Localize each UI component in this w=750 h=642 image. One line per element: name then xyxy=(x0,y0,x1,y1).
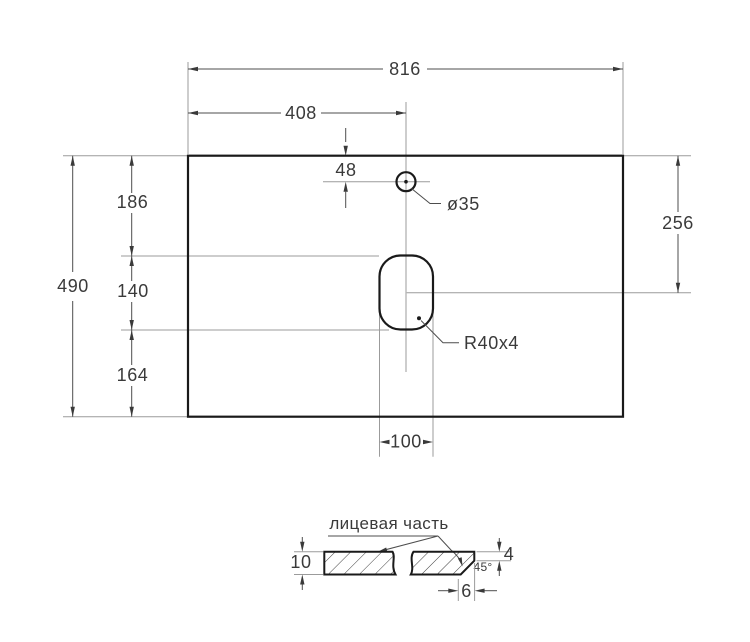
chamfer-angle-label: 45° xyxy=(473,560,492,574)
extension-lines xyxy=(63,62,691,457)
leader-line xyxy=(420,320,459,344)
cutout-radius-label: R40x4 xyxy=(464,333,519,353)
arrowhead xyxy=(497,560,502,571)
arrowhead xyxy=(129,406,134,417)
section-slab-right xyxy=(409,550,476,576)
section-slab-left xyxy=(323,550,398,576)
dim-label-10: 10 xyxy=(290,552,311,572)
dim-label-4: 4 xyxy=(504,544,515,564)
arrowhead xyxy=(188,66,198,72)
dim-width-to-center: 408 xyxy=(188,103,406,123)
arrowhead xyxy=(300,574,305,585)
face-note-label: лицевая часть xyxy=(329,514,448,533)
dim-hole-offset: 48 xyxy=(335,128,356,208)
dim-label-490: 490 xyxy=(57,276,89,296)
arrowhead xyxy=(129,256,134,266)
dim-label-408: 408 xyxy=(285,103,317,123)
arrowhead xyxy=(378,547,388,552)
sink-cutout: R40x4 xyxy=(378,254,519,353)
arrowhead xyxy=(188,110,198,116)
dim-top-to-cutout-center: 256 xyxy=(662,155,694,293)
section-view: лицевая часть 10 4 xyxy=(290,514,514,601)
arrowhead xyxy=(379,439,390,445)
dim-label-140: 140 xyxy=(117,281,149,301)
plan-view: 816 408 48 ø35 xyxy=(57,59,694,457)
arrowhead xyxy=(129,330,134,340)
faucet-hole-circle xyxy=(395,171,417,193)
hole-diameter-label: ø35 xyxy=(447,194,480,214)
arrowhead xyxy=(300,541,305,552)
dim-label-6: 6 xyxy=(461,581,472,601)
arrowhead xyxy=(129,155,134,166)
cutout-oval xyxy=(378,254,435,331)
leader-line xyxy=(411,188,441,204)
dim-label-164: 164 xyxy=(117,365,149,385)
arrowhead xyxy=(396,110,406,116)
dim-label-100: 100 xyxy=(390,432,422,452)
countertop-outline xyxy=(186,154,625,418)
arrowhead xyxy=(613,66,623,72)
dim-front-face: 4 xyxy=(476,538,515,576)
dim-cutout-height: 140 xyxy=(117,256,149,330)
arrowhead xyxy=(70,406,75,417)
arrowhead xyxy=(497,541,502,552)
faucet-hole-center xyxy=(404,179,408,184)
dim-top-to-cutout: 186 xyxy=(117,155,149,256)
dim-label-186: 186 xyxy=(117,192,149,212)
arrowhead xyxy=(129,320,134,330)
dim-label-816: 816 xyxy=(389,59,421,79)
leader-branch-left xyxy=(379,535,439,552)
arrowhead xyxy=(675,155,681,166)
dim-cutout-to-bottom: 164 xyxy=(117,330,149,417)
arrowhead xyxy=(448,588,459,593)
dim-label-48: 48 xyxy=(335,160,356,180)
dim-height-total: 490 xyxy=(57,155,89,417)
dim-thickness: 10 xyxy=(290,537,323,590)
arrowhead xyxy=(675,282,681,293)
faucet-hole: ø35 xyxy=(395,171,480,214)
arrowhead xyxy=(129,246,134,256)
leader-dot xyxy=(417,316,421,321)
arrowhead xyxy=(474,588,485,593)
dim-label-256: 256 xyxy=(662,213,694,233)
arrowhead xyxy=(70,155,75,166)
dim-cutout-width: 100 xyxy=(379,432,433,452)
dim-width-total: 816 xyxy=(188,59,623,79)
arrowhead xyxy=(343,145,348,156)
arrowhead xyxy=(423,439,433,445)
dim-chamfer-width: 6 xyxy=(438,563,497,601)
arrowhead xyxy=(343,181,348,192)
